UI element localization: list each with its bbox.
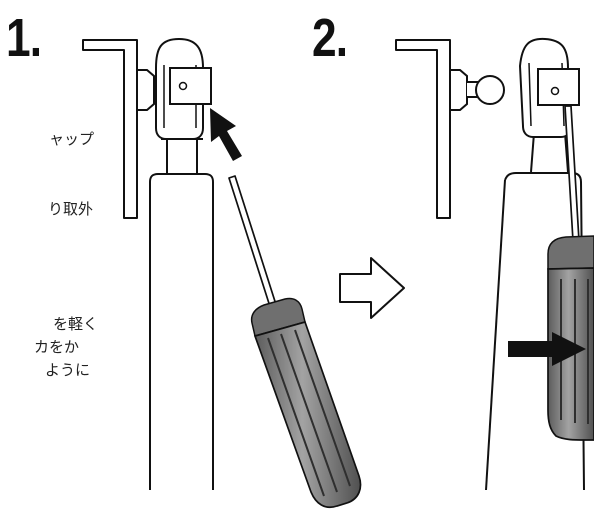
step-2-bracket	[395, 39, 451, 219]
step-1-push-arrow-icon	[210, 108, 242, 161]
step-1-socket-hole	[178, 81, 188, 91]
step-1-mount-nut	[136, 69, 155, 111]
instruction-fragment-5: ように	[45, 361, 91, 379]
step-1-illustration	[82, 37, 362, 509]
step-2-connector	[528, 132, 569, 173]
instruction-fragment-2: り取外	[48, 200, 94, 218]
step-1-screwdriver-collar	[250, 297, 306, 337]
step-1-handle-grooves	[267, 329, 351, 497]
next-step-arrow-icon	[339, 257, 405, 319]
instruction-fragment-4: カをか	[34, 338, 80, 356]
step-2-illustration	[395, 37, 594, 491]
step-2-ball	[475, 75, 505, 105]
step-2-socket-hole	[550, 86, 560, 96]
step-1-body-shell	[149, 173, 214, 490]
step-1-socket	[169, 67, 212, 105]
step-2-screwdriver-collar	[547, 235, 594, 270]
instruction-fragment-3: を軽く	[53, 315, 99, 333]
step-1-bracket	[82, 39, 138, 219]
instruction-fragment-1: ャップ	[49, 130, 95, 148]
step-1-connector	[161, 137, 203, 174]
step-1-number: 1.	[6, 8, 42, 68]
step-1-screwdriver-shaft	[228, 175, 280, 317]
step-2-mount-nut	[449, 69, 468, 111]
step-2-number: 2.	[312, 8, 348, 68]
step-1-screwdriver-handle	[253, 320, 362, 509]
step-2-socket	[537, 68, 580, 106]
step-2-body-left-edge	[485, 179, 506, 491]
step-2-push-arrow-icon	[508, 332, 586, 366]
